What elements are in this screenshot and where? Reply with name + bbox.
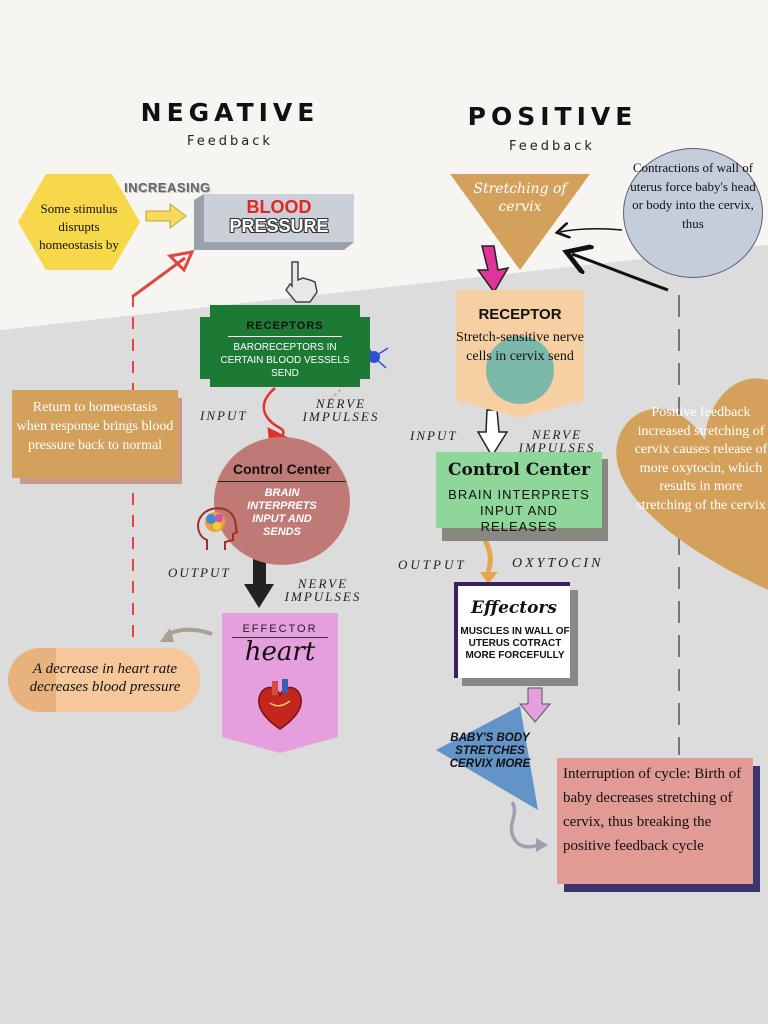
- stimulus-arrow: [145, 203, 187, 229]
- receptor-banner: RECEPTOR Stretch-sensitive nerve cells i…: [456, 290, 584, 418]
- output-label-positive: OUTPUT: [398, 557, 467, 572]
- input-label-negative: INPUT: [200, 408, 248, 423]
- effector-response-arrow-head: [160, 628, 174, 642]
- positive-feedback-text: Positive feedback increased stretching o…: [634, 405, 768, 513]
- baby-triangle: BABY'S BODY STRETCHES CERVIX MORE: [436, 706, 538, 810]
- return-arrow: [131, 256, 186, 299]
- receptors-title: RECEPTORS: [246, 320, 324, 332]
- control-center-title-positive: Control Center: [447, 460, 591, 480]
- receptors-divider: [228, 336, 342, 337]
- pointing-hand-icon: [285, 261, 318, 303]
- effectors-title: Effectors: [471, 598, 557, 618]
- nerve-impulses-label-positive: NERVE IMPULSES: [518, 427, 596, 455]
- input-label-positive: INPUT: [410, 428, 458, 443]
- control-center-circle: Control Center BRAIN INTERPRETS INPUT AN…: [214, 437, 350, 565]
- negative-title: NEGATIVE: [140, 98, 320, 127]
- receptors-body: BARORECEPTORS IN CERTAIN BLOOD VESSELS S…: [220, 342, 350, 379]
- control-center-body-positive: BRAIN INTERPRETS INPUT AND RELEASES: [448, 487, 590, 534]
- baby-interruption-arrow-head: [536, 838, 548, 852]
- pressure-label: PRESSURE: [229, 216, 329, 236]
- receptor-body: Stretch-sensitive nerve cells in cervix …: [456, 330, 584, 364]
- heart-organ-icon: [252, 677, 308, 733]
- positive-title: POSITIVE: [467, 102, 638, 131]
- effectors-box: Effectors MUSCLES IN WALL OF UTERUS COTR…: [454, 582, 570, 678]
- return-text: Return to homeostasis when response brin…: [16, 400, 174, 453]
- control-center-body-negative: BRAIN INTERPRETS INPUT AND SENDS: [247, 487, 317, 538]
- control-divider: [218, 481, 346, 482]
- oxytocin-label: OXYTOCIN: [512, 556, 604, 571]
- contractions-arrow-2: [572, 254, 669, 292]
- effector-name: heart: [244, 637, 316, 667]
- contractions-circle: Contractions of wall of uterus force bab…: [623, 148, 763, 278]
- response-text: A decrease in heart rate decreases blood…: [29, 661, 181, 695]
- return-box: Return to homeostasis when response brin…: [12, 390, 178, 478]
- response-pill: A decrease in heart rate decreases blood…: [8, 648, 200, 712]
- contractions-arrow-1: [560, 229, 623, 232]
- contractions-text: Contractions of wall of uterus force bab…: [630, 160, 756, 231]
- control-center-title-negative: Control Center: [233, 461, 331, 477]
- stretching-text: Stretching of cervix: [473, 181, 567, 215]
- stretch-receptor-arrow: [476, 245, 510, 294]
- response-pill-cap: [8, 648, 56, 712]
- baby-text: BABY'S BODY STRETCHES CERVIX MORE: [449, 732, 531, 770]
- increasing-label: INCREASING: [124, 180, 211, 195]
- stimulus-hexagon: Some stimulus disrupts homeostasis by: [18, 174, 140, 270]
- brain-head-icon: [193, 504, 241, 554]
- blood-pressure-block: BLOOD PRESSURE: [194, 194, 354, 256]
- interruption-text: Interruption of cycle: Birth of baby dec…: [563, 766, 742, 854]
- output-label-negative: OUTPUT: [168, 565, 231, 580]
- nerve-impulses-label-2: NERVE IMPULSES: [284, 576, 362, 604]
- return-arrow-head: [166, 250, 195, 273]
- positive-subtitle: Feedback: [509, 139, 595, 154]
- effector-divider: [232, 637, 328, 638]
- receptor-title: RECEPTOR: [478, 306, 562, 323]
- blood-label: BLOOD: [246, 197, 312, 217]
- stimulus-text: Some stimulus disrupts homeostasis by: [39, 201, 119, 252]
- receptor-control-arrow: [476, 409, 509, 458]
- output-down-arrow: [244, 558, 274, 608]
- gray-background: [0, 245, 768, 1024]
- negative-subtitle: Feedback: [187, 134, 273, 149]
- output-arrow-head: [480, 572, 498, 584]
- interruption-box: Interruption of cycle: Birth of baby dec…: [557, 758, 753, 884]
- control-box-positive: Control Center BRAIN INTERPRETS INPUT AN…: [436, 452, 602, 534]
- effector-banner: EFFECTOR heart: [222, 613, 338, 753]
- receptors-box: RECEPTORS BARORECEPTORS IN CERTAIN BLOOD…: [200, 305, 370, 387]
- stretching-triangle: Stretching of cervix: [450, 174, 590, 270]
- effectors-baby-arrow: [518, 687, 552, 723]
- heart-shape: [616, 378, 768, 590]
- nerve-impulses-label-1: NERVE IMPULSES: [302, 396, 380, 424]
- baby-interruption-arrow: [509, 801, 539, 849]
- effector-title: EFFECTOR: [242, 623, 318, 635]
- effectors-body: MUSCLES IN WALL OF UTERUS COTRACT MORE F…: [460, 626, 570, 661]
